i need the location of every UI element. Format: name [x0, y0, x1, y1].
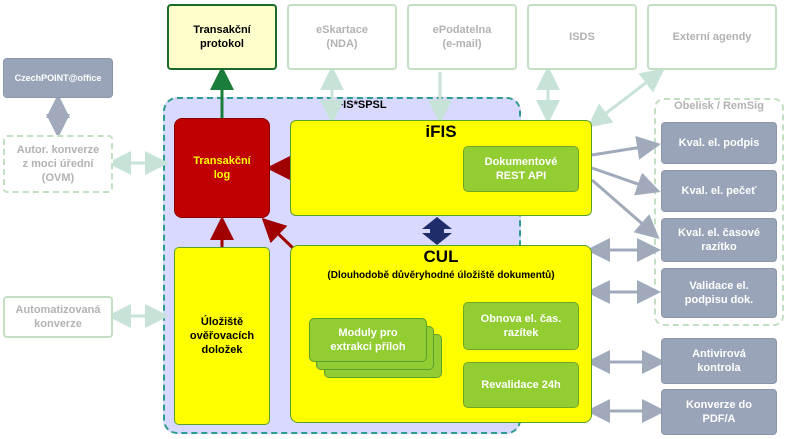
kval-razitko-box: Kval. el. časové razítko	[661, 218, 777, 262]
moduly-box: Moduly pro extrakci příloh	[309, 318, 427, 362]
kval-pecet-box: Kval. el. pečeť	[661, 170, 777, 212]
epodatelna-box: ePodatelna (e-mail)	[407, 4, 517, 70]
cul-subtitle: (Dlouhodobě důvěryhodné úložiště dokumen…	[327, 270, 555, 281]
arrow-ifis-cul	[422, 217, 452, 245]
czechpoint-box: CzechPOINT@office	[3, 58, 113, 98]
automatizovana-konverze-box: Automatizovaná konverze	[3, 296, 113, 338]
transakcni-log-box: Transakční log	[174, 118, 270, 218]
dokumentove-api-box: Dokumentové REST API	[463, 146, 579, 192]
uloziste-box: Úložiště ověřovacích doložek	[174, 247, 270, 425]
ifis-spsl-label: iFIS*SPSL	[333, 99, 387, 111]
antivirova-box: Antivirová kontrola	[661, 338, 777, 384]
ifis-box	[290, 120, 592, 216]
validace-box: Validace el. podpisu dok.	[661, 268, 777, 318]
transakcni-protokol-box: Transakční protokol	[167, 4, 277, 70]
arrow-api-pecet	[591, 166, 661, 196]
externi-agendy-box: Externí agendy	[647, 4, 777, 70]
obnova-box: Obnova el. čas. razítek	[463, 302, 579, 350]
ifis-title: iFIS	[425, 122, 457, 141]
autor-konverze-box: Autor. konverze z moci úřední (OVM)	[3, 135, 113, 193]
arrow-api-podpis	[591, 135, 661, 160]
obelisk-label: Obelisk / RemSig	[674, 100, 764, 112]
isds-box: ISDS	[527, 4, 637, 70]
cul-title: CUL	[423, 247, 459, 266]
kval-podpis-box: Kval. el. podpis	[661, 122, 777, 164]
konverze-pdfa-box: Konverze do PDF/A	[661, 389, 777, 435]
eskartace-box: eSkartace (NDA)	[287, 4, 397, 70]
revalidace-box: Revalidace 24h	[463, 362, 579, 408]
arrow-externi-ifis	[587, 68, 665, 128]
arrow-api-razitko	[591, 178, 660, 239]
arrow-cul-to-log	[261, 217, 297, 252]
